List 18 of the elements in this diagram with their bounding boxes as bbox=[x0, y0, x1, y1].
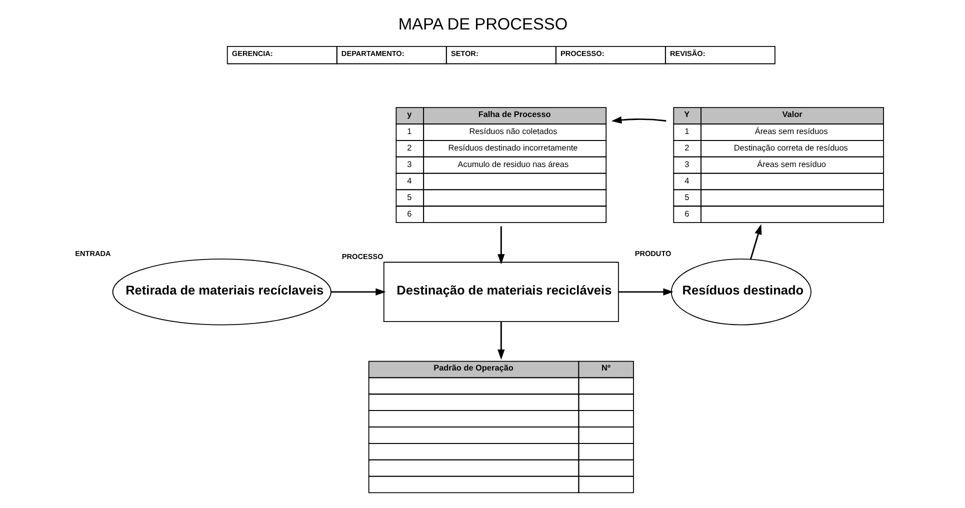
arrow bbox=[618, 288, 673, 295]
node-label: PROCESSO bbox=[341, 251, 383, 260]
arrow bbox=[750, 224, 762, 259]
arrow bbox=[497, 321, 504, 360]
node-ellipse: Resíduos destinado bbox=[670, 258, 811, 325]
diagram-title: MAPA DE PROCESSO bbox=[398, 14, 568, 33]
node-label: PRODUTO bbox=[634, 248, 671, 258]
node-ellipse: Retirada de materiais recíclaveis bbox=[112, 258, 331, 325]
arrow bbox=[610, 116, 666, 124]
node-label: ENTRADA bbox=[74, 248, 110, 258]
label: SETOR: bbox=[450, 48, 478, 58]
node-box: Destinação de materiais recicláveis bbox=[382, 261, 618, 322]
label: REVISÃO: bbox=[669, 48, 705, 58]
arrow bbox=[497, 226, 504, 264]
label: PROCESSO: bbox=[560, 48, 604, 58]
label: GERENCIA: bbox=[231, 48, 272, 58]
arrow bbox=[330, 288, 386, 295]
label: DEPARTAMENTO: bbox=[340, 48, 404, 58]
